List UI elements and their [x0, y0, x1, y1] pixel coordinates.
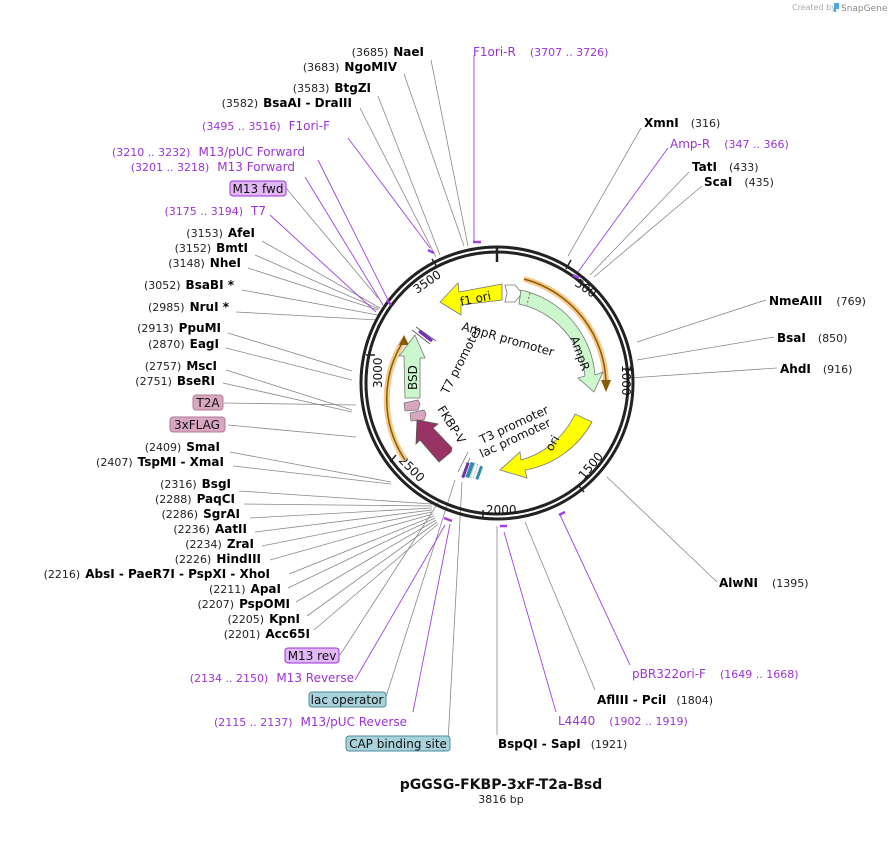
enzyme-label[interactable]: (3685)NaeI [352, 45, 424, 59]
feature-fkbp[interactable] [415, 419, 453, 463]
enzyme-label[interactable]: (2757)MscI [145, 359, 217, 373]
ori-label: ori [542, 433, 562, 454]
tick-1000: 1000 [619, 365, 633, 396]
enzyme-label[interactable]: (2211)ApaI [209, 582, 281, 596]
enzyme-label[interactable]: (3583)BtgZI [293, 81, 371, 95]
t7-promoter-label: T7 promoter [438, 324, 485, 398]
tick-2000: 2000 [486, 503, 517, 517]
snapgene-logo-icon [834, 3, 839, 12]
feature-bsd[interactable]: BSD [398, 334, 426, 399]
enzyme-label[interactable]: (3052)BsaBI * [144, 278, 235, 292]
plasmid-length: 3816 bp [478, 793, 523, 806]
enzyme-label[interactable]: AhdI(916) [780, 362, 852, 376]
backbone [359, 245, 635, 521]
enzyme-label[interactable]: (2205)KpnI [228, 612, 300, 626]
enzyme-label[interactable]: (3153)AfeI [186, 226, 255, 240]
credit-brand: SnapGene [841, 4, 888, 14]
leader-lines [222, 55, 778, 743]
enzyme-label[interactable]: (3148)NheI [168, 256, 241, 270]
primer-label[interactable]: (3495 .. 3516)F1ori-F [202, 119, 330, 133]
enzyme-label[interactable]: ScaI(435) [704, 175, 774, 189]
enzyme-label[interactable]: (2985)NruI * [148, 300, 230, 314]
enzyme-label[interactable]: (2216)AbsI - PaeR7I - PspXI - XhoI [44, 567, 270, 581]
t7-promoter-marker [411, 326, 437, 345]
enzymes-right: XmnI(316) TatI(433) ScaI(435) NmeAIII(76… [498, 116, 866, 751]
primer-label[interactable]: F1ori-R(3707 .. 3726) [473, 45, 608, 59]
enzyme-label[interactable]: (3152)BmtI [175, 241, 248, 255]
enzyme-label[interactable]: (2407)TspMI - XmaI [96, 455, 224, 469]
enzyme-label[interactable]: (3683)NgoMIV [303, 60, 398, 74]
enzyme-label[interactable]: (2288)PaqCI [155, 492, 235, 506]
t2a-tag[interactable]: T2A [192, 394, 224, 411]
enzyme-label[interactable]: (2316)BsgI [160, 477, 231, 491]
enzyme-label[interactable]: (2201)Acc65I [224, 627, 310, 641]
f1-ori-label: f1 ori [459, 289, 493, 309]
lac-cluster [457, 451, 483, 480]
primer-label[interactable]: (3201 .. 3218)M13 Forward [131, 160, 295, 174]
primer-label[interactable]: (2115 .. 2137)M13/pUC Reverse [214, 715, 407, 729]
m13-rev-tag[interactable]: M13 rev [284, 647, 340, 664]
primer-marks [386, 240, 580, 528]
ampr-orf-arrow-icon [601, 380, 611, 392]
3xflag-tag[interactable]: 3xFLAG [169, 416, 226, 433]
enzyme-label[interactable]: AlwNI(1395) [719, 576, 809, 590]
enzyme-label[interactable]: (3582)BsaAI - DraIII [222, 96, 352, 110]
enzyme-label[interactable]: TatI(433) [692, 160, 759, 174]
enzyme-label[interactable]: (2751)BseRI [135, 374, 215, 388]
svg-text:CAP binding site: CAP binding site [349, 737, 447, 751]
boxed-labels: M13 fwd T2A 3xFLAG M13 rev lac operator … [169, 180, 451, 752]
tick-1500: 1500 [576, 450, 606, 482]
primer-label[interactable]: (3175 .. 3194)T7 [164, 204, 266, 218]
enzyme-label[interactable]: AflIII - PciI(1804) [597, 693, 713, 707]
enzyme-label[interactable]: (2236)AatII [173, 522, 247, 536]
enzyme-label[interactable]: NmeAIII(769) [769, 294, 866, 308]
feature-ampr-promoter[interactable] [504, 284, 523, 303]
enzyme-label[interactable]: (2234)ZraI [185, 537, 254, 551]
feature-ori[interactable]: ori [499, 413, 593, 479]
primer-label[interactable]: (3210 .. 3232)M13/pUC Forward [112, 145, 305, 159]
cap-binding-site-tag[interactable]: CAP binding site [345, 735, 451, 752]
enzyme-label[interactable]: (2207)PspOMI [197, 597, 290, 611]
enzyme-label[interactable]: (2913)PpuMI [137, 321, 221, 335]
feature-3xflag[interactable] [409, 409, 427, 422]
plasmid-name: pGGSG-FKBP-3xF-T2a-Bsd [400, 777, 603, 793]
primer-labels: F1ori-R(3707 .. 3726) (3495 .. 3516)F1or… [112, 45, 799, 729]
svg-text:T2A: T2A [195, 396, 220, 410]
primer-label[interactable]: Amp-R(347 .. 366) [670, 137, 789, 151]
enzyme-label[interactable]: BsaI(850) [777, 331, 847, 345]
primer-label[interactable]: L4440(1902 .. 1919) [558, 714, 688, 728]
enzyme-label[interactable]: BspQI - SapI(1921) [498, 737, 627, 751]
bsd-label: BSD [406, 365, 420, 390]
feature-f1-ori[interactable]: f1 ori [439, 282, 503, 316]
enzyme-label[interactable]: (2409)SmaI [145, 440, 220, 454]
enzyme-label[interactable]: XmnI(316) [644, 116, 720, 130]
primer-label[interactable]: pBR322ori-F(1649 .. 1668) [632, 667, 799, 681]
m13-fwd-tag[interactable]: M13 fwd [229, 180, 287, 197]
svg-text:M13 fwd: M13 fwd [233, 182, 284, 196]
svg-text:M13 rev: M13 rev [288, 649, 337, 663]
enzymes-left: (3685)NaeI (3683)NgoMIV (3583)BtgZI (358… [44, 45, 424, 641]
lac-operator-tag[interactable]: lac operator [308, 691, 387, 708]
enzyme-label[interactable]: (2870)EagI [148, 337, 219, 351]
enzyme-label[interactable]: (2286)SgrAI [162, 507, 240, 521]
svg-text:lac operator: lac operator [311, 693, 384, 707]
tick-3000: 3000 [371, 357, 385, 388]
svg-text:3xFLAG: 3xFLAG [174, 418, 220, 432]
enzyme-label[interactable]: (2226)HindIII [175, 552, 261, 566]
feature-t2a[interactable] [403, 399, 421, 412]
primer-label[interactable]: (2134 .. 2150)M13 Reverse [190, 671, 354, 685]
snapgene-credit: Created by SnapGene [792, 3, 888, 14]
credit-prefix: Created by [792, 3, 836, 12]
